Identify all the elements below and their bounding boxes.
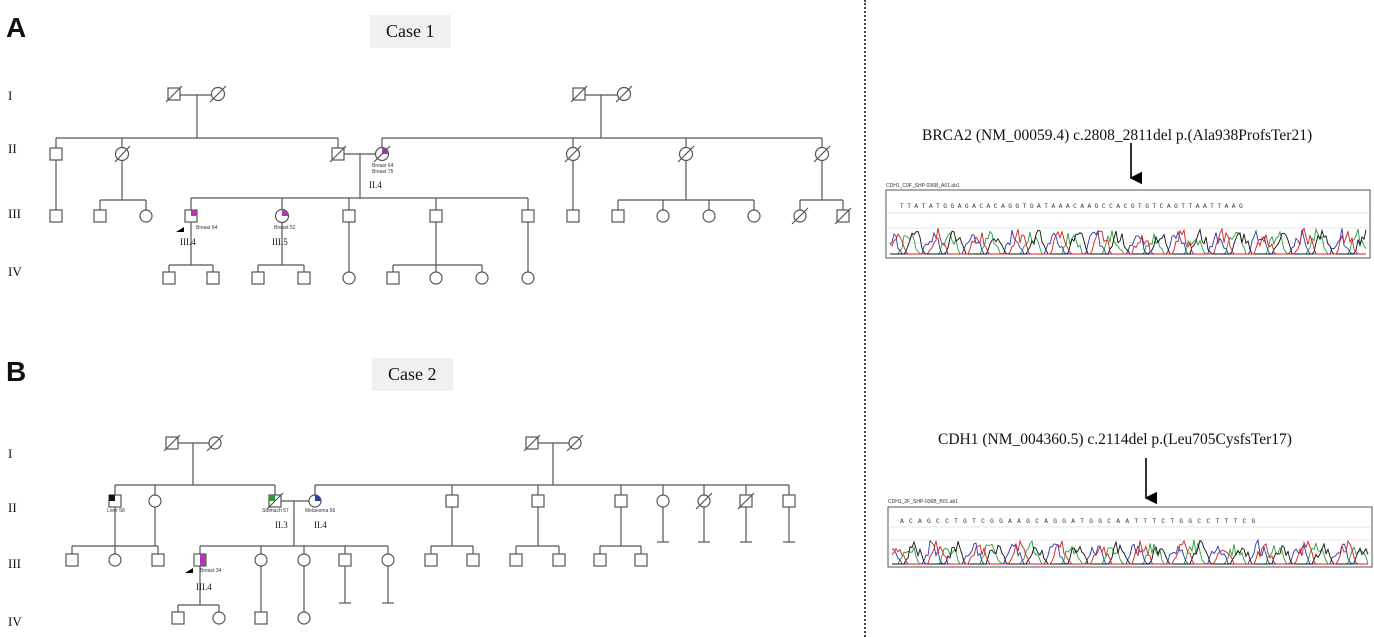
chromatogram-cdh1: CDH1_2F_SHP-036B_B01.ab1 ACAGCCTGTCGGAAG… (887, 458, 1373, 568)
svg-text:Breast 64: Breast 64 (372, 163, 394, 169)
ped-b-label-ii3: II.3 (275, 520, 288, 530)
gen-label-a-4: IV (8, 264, 22, 279)
gen-label-a-2: II (8, 141, 17, 156)
gen-label-b-2: II (8, 500, 17, 515)
panel-divider (864, 0, 866, 637)
panel-letter-a: A (6, 12, 27, 43)
ped-a-label-ii4: II.4 (369, 180, 382, 190)
trace-3 (891, 539, 1368, 565)
svg-text:Breast 34: Breast 34 (200, 568, 222, 574)
panel-letter-b: B (6, 356, 27, 387)
svg-text:Melanoma 56: Melanoma 56 (305, 508, 336, 514)
ped-b-label-iii4: III.4 (196, 582, 212, 592)
gen-label-a-3: III (8, 206, 21, 221)
svg-text:CDH1_C0F_SHP-036B_A01.ab1: CDH1_C0F_SHP-036B_A01.ab1 (886, 183, 960, 189)
svg-text:ACAGCCTGTCGGAAGCAGGATGGCAATTTC: ACAGCCTGTCGGAAGCAGGATGGCAATTTCTGGCCTTTCG (900, 518, 1261, 525)
brca2-mutation-label: BRCA2 (NM_00059.4) c.2808_2811del p.(Ala… (922, 127, 1313, 144)
ped-a-label-iii5: III.5 (272, 237, 288, 247)
svg-text:TTATATGGAGACACAGGTGATAAACAAGCC: TTATATGGAGACACAGGTGATAAACAAGCCACGTGTCAGT… (900, 203, 1246, 210)
svg-text:CDH1_2F_SHP-036B_B01.ab1: CDH1_2F_SHP-036B_B01.ab1 (888, 499, 958, 505)
svg-text:Liver 58: Liver 58 (107, 508, 125, 514)
gen-label-b-1: I (8, 446, 13, 461)
svg-text:Breast 52: Breast 52 (274, 225, 296, 231)
chromatogram-brca2: CDH1_C0F_SHP-036B_A01.ab1 TTATATGGAGACAC… (885, 143, 1371, 259)
case-2-title: Case 2 (372, 358, 453, 391)
cdh1-mutation-label: CDH1 (NM_004360.5) c.2114del p.(Leu705Cy… (938, 431, 1292, 448)
svg-text:Breast 75: Breast 75 (372, 169, 394, 175)
gen-label-b-3: III (8, 556, 21, 571)
svg-text:Breast 64: Breast 64 (196, 225, 218, 231)
trace-2 (890, 227, 1367, 255)
gen-label-b-4: IV (8, 614, 22, 629)
ped-a-label-iii4: III.4 (180, 237, 196, 247)
pedigree-case-2: Liver 58 Stomach 57 Melanoma 56 (65, 434, 796, 625)
trace-3 (889, 227, 1366, 255)
svg-text:Stomach 57: Stomach 57 (262, 508, 289, 514)
gen-label-a-1: I (8, 88, 13, 103)
case-1-title: Case 1 (370, 15, 451, 48)
pedigree-case-1: Breast 64 Breast 75 Breast 64 Breast 52 (49, 85, 852, 285)
ped-b-label-ii4: II.4 (314, 520, 327, 530)
